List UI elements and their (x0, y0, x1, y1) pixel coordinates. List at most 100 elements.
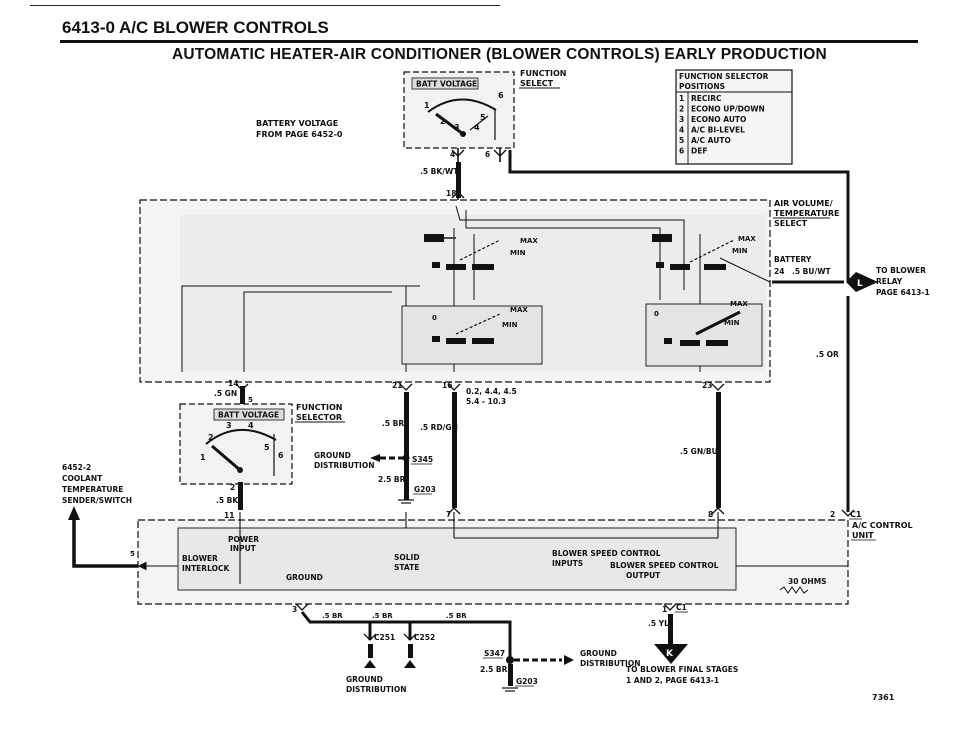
pot2-zero: 0 (654, 236, 659, 244)
c251-label: C251 (374, 633, 395, 642)
position-number: 6 (679, 147, 684, 156)
wire-25br-b: 2.5 BR (480, 665, 508, 674)
air-volume-battery: BATTERY (774, 255, 812, 264)
final-stage-2: 1 AND 2, PAGE 6413-1 (626, 676, 719, 685)
sender-pin-5: 5 (130, 550, 135, 558)
power-input-2: INPUT (230, 544, 257, 553)
ac-control-unit: POWER INPUT BLOWER INTERLOCK SOLID STATE… (137, 512, 849, 605)
top-pin-1: 1 (424, 101, 430, 110)
gd1-line2: DISTRIBUTION (314, 461, 374, 470)
position-text: ECONO AUTO (691, 115, 746, 124)
resistance-values-1: 0.2, 4.4, 4.5 (466, 387, 517, 396)
c252-label: C252 (414, 633, 435, 642)
ac-ground: GROUND (286, 573, 323, 582)
pot1-max: MAX (520, 237, 538, 245)
lower-pin-5: 5 (264, 443, 270, 452)
bottom-wiring: 3 .5 BR .5 BR .5 BR C251 C252 GROUND DIS… (292, 603, 895, 702)
lower-pin-4: 4 (248, 421, 254, 430)
gd2-1: GROUND (580, 649, 617, 658)
sender-ref: 6452-2 (62, 463, 91, 472)
top-function-switch: BATT VOLTAGE 1 2 3 4 5 6 (403, 71, 515, 149)
vertical-wires (235, 383, 725, 515)
wire-yl: .5 YL (648, 619, 669, 628)
wire-gn: .5 GN (214, 389, 237, 398)
top-pin-5: 5 (480, 113, 486, 122)
solid-state-2: STATE (394, 563, 419, 572)
blower-relay-3: PAGE 6413-1 (876, 288, 930, 297)
section-title: 6413-0 A/C BLOWER CONTROLS (62, 18, 329, 37)
wire-25br-a: 2.5 BR (378, 475, 406, 484)
header-rule (60, 40, 918, 43)
pot4-max: MAX (730, 300, 748, 308)
wire-gnbu: .5 GN/BU (680, 447, 718, 456)
gd-bottom-1: GROUND (346, 675, 383, 684)
bottom-br-c: .5 BR (446, 612, 467, 620)
blower-relay-connector: L TO BLOWER RELAY PAGE 6413-1 (846, 266, 930, 297)
position-text: DEF (691, 147, 707, 156)
lower-function-label-1: FUNCTION (296, 403, 342, 412)
blower-relay-1: TO BLOWER (876, 266, 926, 275)
top-wire-pin-4: 4 (450, 150, 455, 159)
position-text: ECONO UP/DOWN (691, 105, 765, 114)
battery-source-2: FROM PAGE 6452-0 (256, 130, 343, 139)
ac-connector-c1: C1 (850, 510, 862, 519)
final-stage-1: TO BLOWER FINAL STAGES (626, 665, 738, 674)
top-function-label-1: FUNCTION (520, 69, 566, 78)
page-number: 7361 (872, 693, 895, 702)
wire-pin-23: 23 (702, 381, 712, 390)
top-pin-4: 4 (474, 123, 480, 132)
wire-pin-18: 18 (446, 189, 456, 198)
pot3-zero: 0 (432, 314, 437, 322)
blower-relay-2: RELAY (876, 277, 903, 286)
bsc-inputs-1: BLOWER SPEED CONTROL (552, 549, 661, 558)
lower-function-switch: BATT VOLTAGE 1 2 3 4 5 6 (179, 403, 293, 485)
ac-control-label-2: UNIT (852, 531, 874, 540)
wire-bkwt: .5 BK/WT (420, 167, 459, 176)
pot3-max: MAX (510, 306, 528, 314)
gd1-line1: GROUND (314, 451, 351, 460)
wire-rdgn: .5 RD/GN (420, 423, 458, 432)
position-number: 2 (679, 105, 684, 114)
k-letter: K (666, 649, 674, 659)
position-number: 3 (679, 115, 684, 124)
wire-pin-7: 7 (446, 510, 451, 519)
power-input-1: POWER (228, 535, 259, 544)
bottom-c1: C1 (676, 603, 687, 612)
wire-br-upper: .5 BR (382, 419, 404, 428)
top-pin-3: 3 (454, 123, 460, 132)
position-number: 1 (679, 94, 684, 103)
wire-pin-5: 5 (248, 396, 253, 404)
g203-label-a: G203 (414, 485, 436, 494)
wire-pin-16: 16 (442, 381, 452, 390)
position-number: 5 (679, 136, 684, 145)
solid-state-1: SOLID (394, 553, 420, 562)
bsc-inputs-2: INPUTS (552, 559, 583, 568)
lower-pin-3: 3 (226, 421, 232, 430)
pot3-min: MIN (502, 321, 518, 329)
air-volume-label-2: TEMPERATURE (774, 209, 840, 218)
sender-line2: TEMPERATURE (62, 485, 123, 494)
top-wire-pin-6: 6 (485, 150, 490, 159)
wire-pin-2-right: 2 (830, 510, 835, 519)
air-volume-label-1: AIR VOLUME/ (774, 199, 833, 208)
ground-distribution-s345: GROUND DISTRIBUTION S345 2.5 BR G203 (314, 451, 436, 504)
top-rule (30, 5, 500, 6)
wire-pin-14: 14 (228, 379, 238, 388)
resistance-values-2: 5.4 - 10.3 (466, 397, 506, 406)
wire-pin-11: 11 (224, 511, 234, 520)
ac-control-label-1: A/C CONTROL (852, 521, 913, 530)
pot1-zero: 0 (426, 236, 431, 244)
lower-switch-title: BATT VOLTAGE (218, 411, 279, 420)
bsc-output-2: OUTPUT (626, 571, 661, 580)
top-switch-wires: 4 6 .5 BK/WT 18 (420, 148, 850, 282)
blower-interlock-1: BLOWER (182, 554, 218, 563)
wire-pin-8: 8 (708, 510, 713, 519)
s347-label: S347 (484, 649, 505, 658)
lower-wire-pin-2: 2 (230, 483, 235, 492)
position-text: A/C AUTO (691, 136, 731, 145)
pot4-zero: 0 (654, 310, 659, 318)
battery-source-1: BATTERY VOLTAGE (256, 119, 338, 128)
blower-relay-letter: L (857, 279, 863, 289)
diagram-subtitle: AUTOMATIC HEATER-AIR CONDITIONER (BLOWER… (172, 46, 827, 63)
